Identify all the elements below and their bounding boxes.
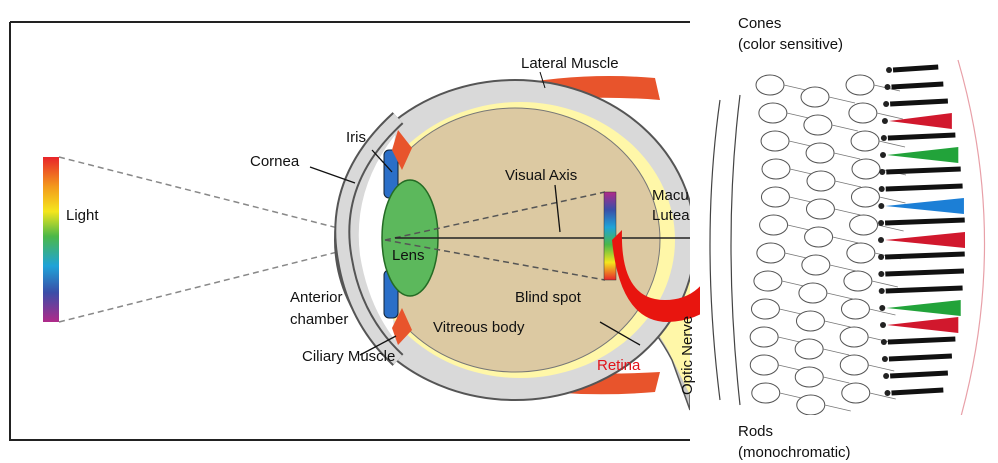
neural-cell	[751, 299, 779, 319]
receptor-nucleus	[883, 373, 889, 379]
rod-cell	[890, 101, 948, 104]
receptor-nucleus	[883, 101, 889, 107]
neural-cell	[796, 311, 824, 331]
neural-cell	[799, 283, 827, 303]
rod-cell	[890, 373, 948, 376]
neural-cell	[844, 271, 872, 291]
neural-cell	[750, 355, 778, 375]
neural-cell	[795, 367, 823, 387]
label-blind-spot: Blind spot	[515, 289, 582, 306]
rod-cell	[893, 67, 938, 70]
neural-cell	[849, 103, 877, 123]
label-macula-1: Macu	[652, 187, 689, 204]
rod-cell	[892, 390, 944, 393]
neural-cell	[841, 299, 869, 319]
retina-detail-panel	[700, 55, 998, 420]
rod-cell	[885, 220, 965, 223]
rod-cell	[886, 186, 963, 189]
label-rods-2: (monochromatic)	[738, 444, 851, 461]
rod-cell	[886, 169, 960, 172]
receptor-nucleus	[878, 271, 884, 277]
neural-cell	[807, 171, 835, 191]
label-optic-nerve: Optic Nerve	[679, 316, 696, 395]
label-ciliary-muscle: Ciliary Muscle	[302, 348, 395, 365]
label-anterior-2: chamber	[290, 311, 348, 328]
neural-cell	[761, 187, 789, 207]
neural-cell	[754, 271, 782, 291]
receptor-nucleus	[880, 152, 886, 158]
rod-cell	[889, 356, 952, 359]
label-macula-2: Lutea	[652, 207, 690, 224]
label-cones-1: Cones	[738, 15, 781, 32]
rod-cell	[888, 339, 955, 342]
rod-cell	[892, 84, 944, 87]
neural-cell	[802, 255, 830, 275]
label-lateral-muscle: Lateral Muscle	[521, 55, 619, 72]
neural-cell	[750, 327, 778, 347]
receptor-nucleus	[879, 288, 885, 294]
label-retina: Retina	[597, 357, 641, 374]
receptor-nucleus	[881, 339, 887, 345]
neural-cell	[806, 199, 834, 219]
neural-cell	[851, 187, 879, 207]
receptor-nucleus	[885, 390, 891, 396]
neural-cell	[804, 115, 832, 135]
neural-cell	[846, 75, 874, 95]
label-vitreous-body: Vitreous body	[433, 319, 525, 336]
neural-cell	[801, 87, 829, 107]
receptor-nucleus	[878, 203, 884, 209]
neural-cell	[795, 339, 823, 359]
neural-cell	[752, 383, 780, 403]
rod-cell	[885, 271, 964, 274]
neural-cell	[805, 227, 833, 247]
neural-cell	[806, 143, 834, 163]
light-spectrum-bar	[43, 157, 59, 322]
label-cornea: Cornea	[250, 153, 300, 170]
receptor-nucleus	[878, 220, 884, 226]
receptor-nucleus	[885, 84, 891, 90]
receptor-nucleus	[882, 118, 888, 124]
receptor-nucleus	[879, 305, 885, 311]
neural-cell	[757, 243, 785, 263]
receptor-nucleus	[879, 186, 885, 192]
label-visual-axis: Visual Axis	[505, 167, 577, 184]
receptor-nucleus	[886, 67, 892, 73]
neural-cell	[840, 355, 868, 375]
label-anterior-1: Anterior	[290, 289, 343, 306]
receptor-nucleus	[881, 135, 887, 141]
label-lens: Lens	[392, 247, 425, 264]
neural-cell	[759, 103, 787, 123]
neural-cell	[760, 215, 788, 235]
neural-cell	[756, 75, 784, 95]
neural-cell	[851, 131, 879, 151]
neural-cell	[842, 383, 870, 403]
label-light: Light	[66, 207, 99, 224]
retina-image-spectrum	[604, 192, 616, 280]
rod-cell	[888, 135, 955, 138]
label-cones-2: (color sensitive)	[738, 36, 843, 53]
label-iris: Iris	[346, 129, 366, 146]
receptor-nucleus	[878, 254, 884, 260]
neural-cell	[852, 159, 880, 179]
receptor-nucleus	[878, 237, 884, 243]
label-rods-1: Rods	[738, 423, 773, 440]
neural-cell	[840, 327, 868, 347]
neural-cell	[797, 395, 825, 415]
receptor-nucleus	[880, 322, 886, 328]
neural-cell	[847, 243, 875, 263]
receptor-nucleus	[879, 169, 885, 175]
neural-cell	[761, 131, 789, 151]
rod-cell	[885, 254, 965, 257]
neural-cell	[850, 215, 878, 235]
receptor-nucleus	[882, 356, 888, 362]
neural-cell	[762, 159, 790, 179]
rod-cell	[886, 288, 963, 291]
